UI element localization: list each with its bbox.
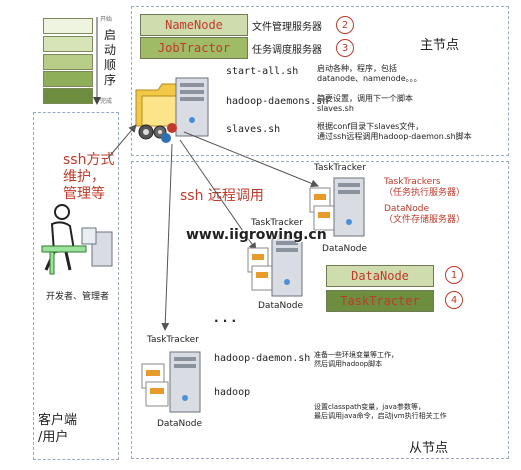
legend-arrow bbox=[93, 17, 101, 105]
client-region bbox=[33, 112, 119, 460]
datanode-label-1: DataNode bbox=[322, 244, 367, 254]
script-hadoop-daemon: hadoop-daemon.sh bbox=[214, 353, 311, 364]
note-hadoop-daemons: 简要设置，调用下一个脚本 slaves.sh bbox=[317, 94, 413, 113]
tasktracker-label-2: TaskTracker bbox=[251, 218, 303, 228]
master-server-icon bbox=[135, 77, 209, 143]
developer-icon bbox=[41, 204, 113, 275]
note-slaves: 根据conf目录下slaves文件， 通过ssh远程调用hadoop-daemo… bbox=[317, 122, 472, 141]
datanode-label-2: DataNode bbox=[258, 301, 303, 311]
script-hadoop-daemons: hadoop-daemons.sh bbox=[226, 96, 329, 107]
script-slaves: slaves.sh bbox=[226, 124, 281, 135]
tasktracter-box: TaskTracter bbox=[326, 290, 434, 312]
datanode-order: 1 bbox=[445, 266, 463, 284]
master-title: 主节点 bbox=[420, 38, 460, 53]
tasktrackers-note: TaskTrackers （任务执行服务器） bbox=[384, 177, 466, 198]
note-hadoop-daemon: 准备一些环境变量等工作， 然后调用hadoop脚本 bbox=[314, 351, 398, 368]
legend-swatch-2 bbox=[43, 36, 93, 52]
namenode-order: 2 bbox=[336, 16, 354, 34]
watermark: www.iigrowing.cn bbox=[186, 227, 327, 243]
datanode-box: DataNode bbox=[326, 265, 434, 287]
slave-region bbox=[131, 161, 509, 459]
legend-swatch-3 bbox=[43, 54, 93, 70]
slave-title: 从节点 bbox=[409, 441, 449, 456]
developer-caption: 开发者、管理者 bbox=[46, 292, 110, 302]
legend-bottom-small: 完成 bbox=[100, 98, 113, 105]
datanode-note: DataNode （文件存储服务器） bbox=[384, 204, 466, 225]
legend-swatch-1 bbox=[43, 18, 93, 34]
jobtracker-box: JobTractor bbox=[140, 37, 248, 59]
jobtracker-order: 3 bbox=[336, 39, 354, 57]
ssh-maintenance-label: ssh方式 维护， 管理等 bbox=[63, 152, 115, 202]
ellipsis: · · · bbox=[214, 314, 237, 328]
tasktracker-label-1: TaskTracker bbox=[314, 163, 366, 173]
slave-node-1-icon bbox=[309, 177, 365, 237]
jobtracker-desc: 任务调度服务器 bbox=[252, 45, 322, 56]
script-start-all: start-all.sh bbox=[226, 66, 299, 77]
slave-node-2-icon bbox=[247, 235, 303, 297]
tasktracker-label-3: TaskTracker bbox=[147, 335, 199, 345]
legend-swatch-4 bbox=[43, 71, 93, 87]
namenode-desc: 文件管理服务器 bbox=[252, 22, 322, 33]
legend-label: 启动顺序 bbox=[104, 28, 117, 87]
namenode-box: NameNode bbox=[140, 14, 248, 36]
note-hadoop: 设置classpath变量，java参数等， 最后调用java命令，启动jvm执… bbox=[314, 403, 447, 420]
tasktracter-order: 4 bbox=[445, 291, 463, 309]
script-hadoop: hadoop bbox=[214, 387, 251, 398]
note-start-all: 启动各种，程序，包括 datanode、namenode。。。 bbox=[317, 64, 422, 83]
legend-swatch-5 bbox=[43, 88, 93, 104]
datanode-label-3: DataNode bbox=[157, 419, 202, 429]
ssh-remote-label: ssh 远程调用 bbox=[180, 188, 264, 204]
client-title: 客户端 /用户 bbox=[38, 413, 78, 445]
legend-top-small: 开始 bbox=[100, 16, 113, 23]
master-region bbox=[131, 6, 509, 156]
slave-node-3-icon bbox=[141, 351, 201, 413]
